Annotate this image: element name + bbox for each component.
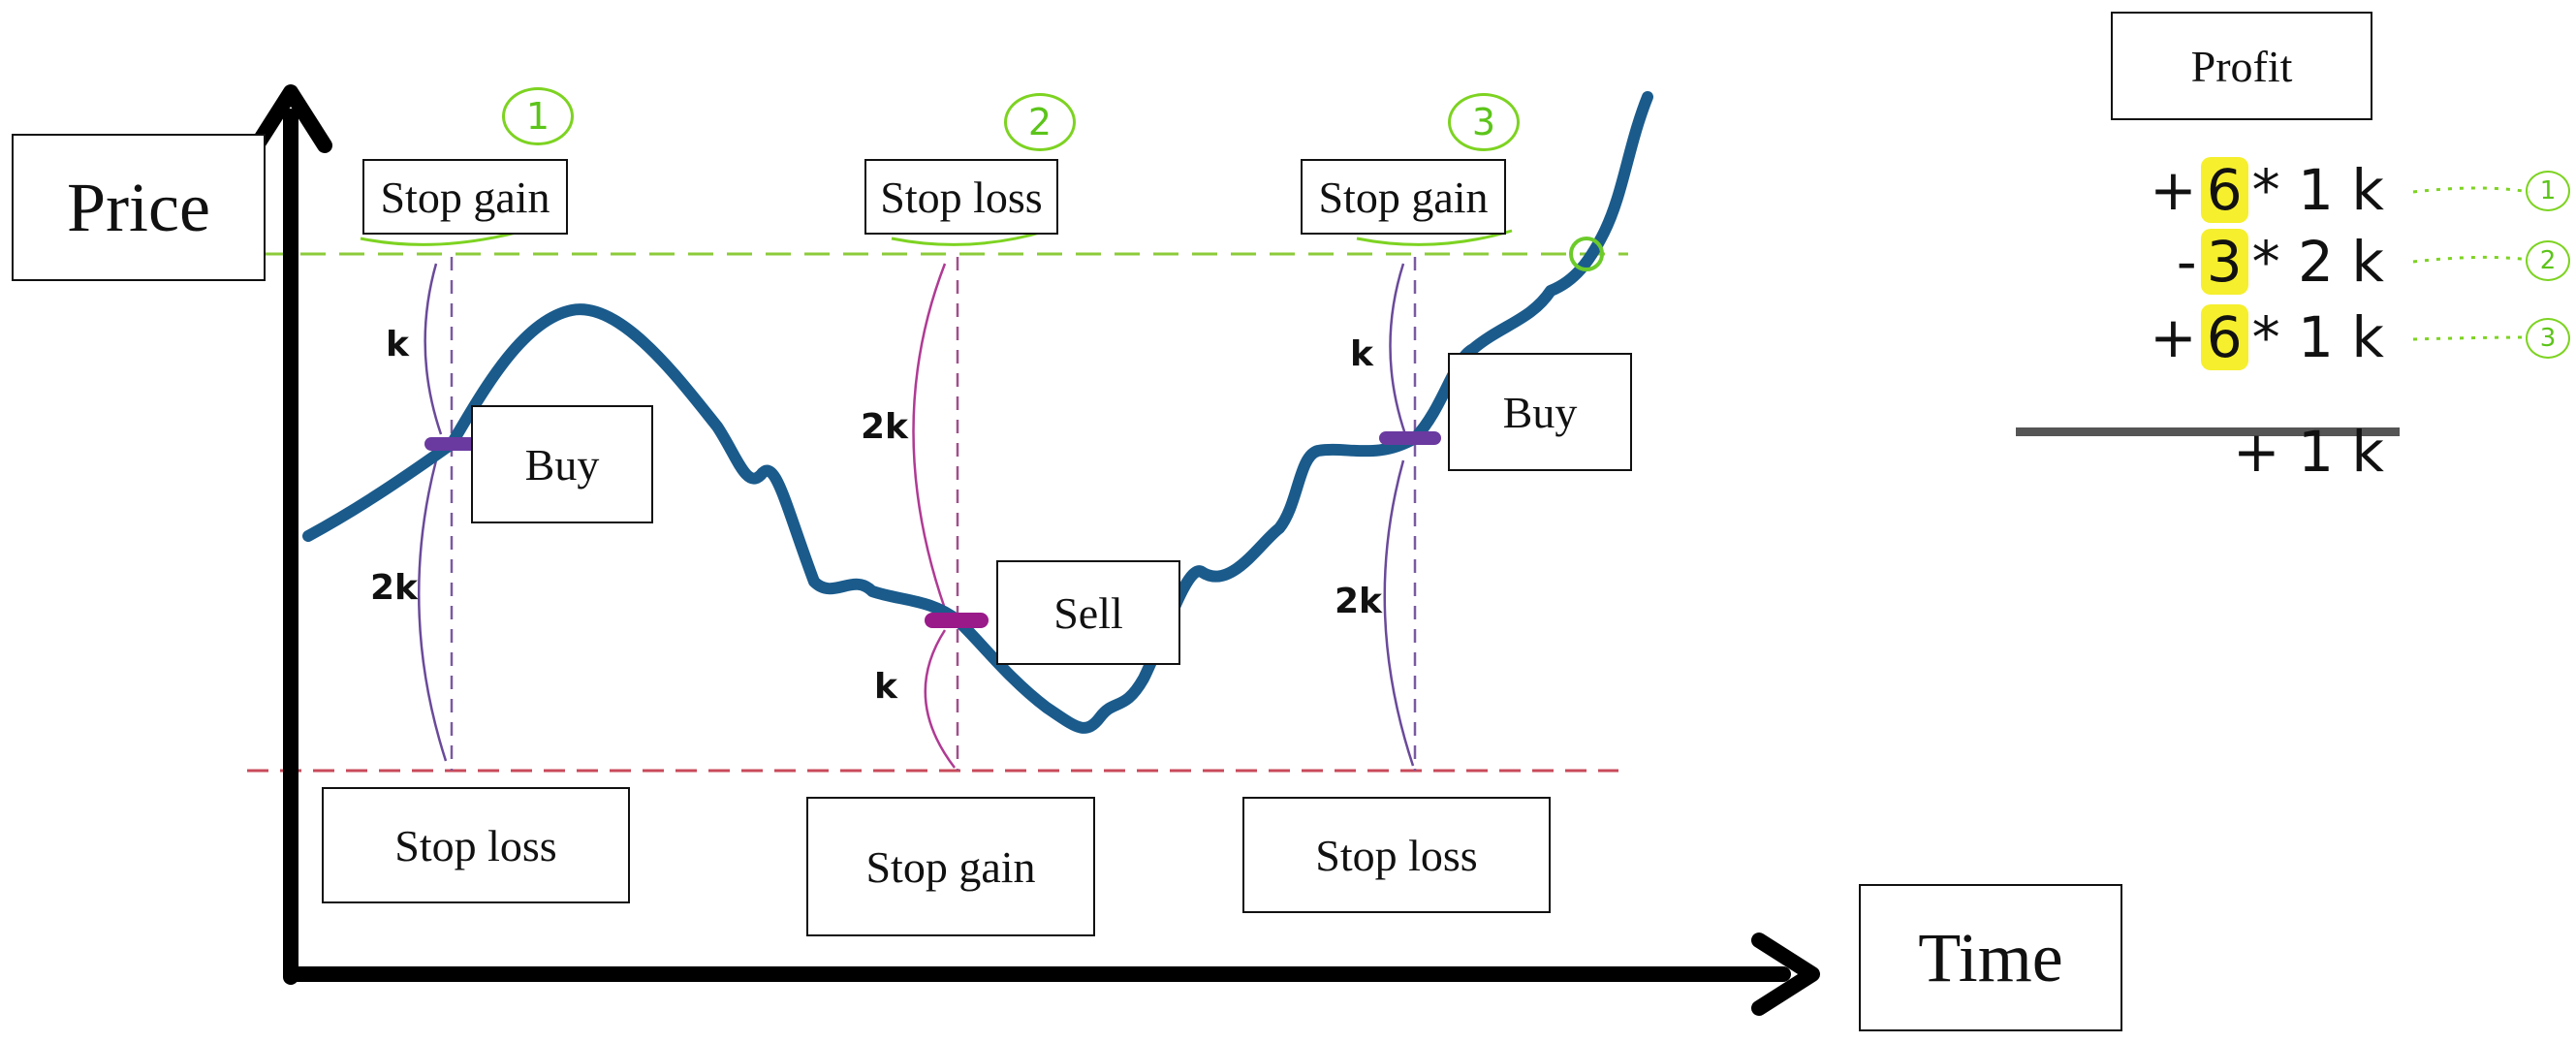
underline-top-2 — [891, 229, 1048, 246]
distance-t3-upper: k — [1350, 334, 1373, 374]
leader-row-2 — [2412, 255, 2530, 264]
profit-row-1-mult: * 1 k — [2251, 157, 2384, 223]
distance-t1-upper: k — [386, 325, 409, 364]
bottom-box-3: Stop loss — [1242, 797, 1551, 913]
arc-t2-lower — [924, 629, 956, 769]
profit-sum-rule — [2016, 427, 2400, 436]
distance-t2-lower: k — [874, 667, 897, 707]
profit-row-2: - 3 * 2 k — [2064, 225, 2384, 299]
profit-row-1: + 6 * 1 k — [2064, 153, 2384, 227]
arc-t3-lower — [1383, 459, 1415, 767]
profit-row-2-mult: * 2 k — [2251, 229, 2384, 295]
profit-row-3-mult: * 1 k — [2251, 304, 2384, 370]
top-box-2: Stop loss — [864, 159, 1058, 235]
profit-row-2-sign: - — [2176, 229, 2197, 295]
distance-t3-lower: 2k — [1335, 582, 1382, 621]
profit-ref-3: 3 — [2526, 318, 2570, 359]
profit-row-3-sign: + — [2150, 304, 2197, 370]
top-box-3: Stop gain — [1301, 159, 1506, 235]
leader-row-3 — [2412, 335, 2530, 341]
arc-t1-upper — [424, 263, 443, 435]
profit-title: Profit — [2111, 12, 2372, 120]
underline-top-1 — [360, 229, 524, 246]
y-axis-arrow — [249, 84, 332, 153]
profit-ref-2: 2 — [2526, 240, 2570, 281]
trade-number-1: 1 — [502, 87, 574, 145]
profit-row-3: + 6 * 1 k — [2064, 300, 2384, 374]
bottom-box-2: Stop gain — [806, 797, 1095, 936]
profit-total: + 1 k — [2233, 419, 2384, 485]
bottom-box-1: Stop loss — [322, 787, 630, 903]
arc-t3-upper — [1389, 263, 1407, 435]
profit-row-1-count: 6 — [2200, 157, 2248, 223]
trade-number-2: 2 — [1004, 93, 1076, 151]
leader-row-1 — [2412, 186, 2530, 194]
profit-row-3-count: 6 — [2200, 304, 2248, 370]
profit-row-2-count: 3 — [2200, 229, 2248, 295]
trade-number-3: 3 — [1448, 93, 1520, 151]
arc-t1-lower — [417, 459, 448, 762]
arc-t2-upper — [912, 263, 947, 610]
x-axis-label: Time — [1859, 884, 2122, 1031]
y-axis-label: Price — [12, 134, 266, 281]
exit-circle-3 — [1569, 237, 1604, 271]
profit-row-1-sign: + — [2150, 157, 2197, 223]
distance-t1-lower: 2k — [370, 568, 418, 608]
profit-ref-1: 1 — [2526, 171, 2570, 211]
distance-t2-upper: 2k — [861, 407, 908, 447]
entry-box-1: Buy — [471, 405, 653, 523]
top-box-1: Stop gain — [362, 159, 568, 235]
underline-top-3 — [1356, 229, 1513, 246]
entry-box-3: Buy — [1448, 353, 1632, 471]
x-axis-arrow — [1751, 932, 1820, 1016]
price-line — [302, 91, 1653, 734]
entry-box-2: Sell — [996, 560, 1180, 665]
